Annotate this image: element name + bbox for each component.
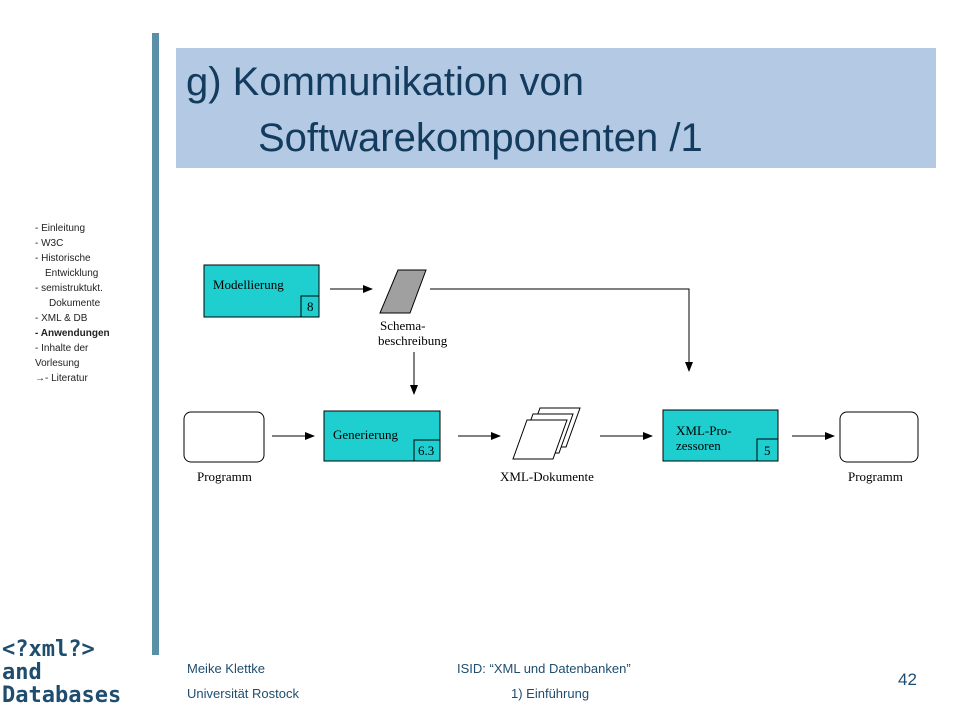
- xml-prozessoren-label-line2: zessoren: [676, 438, 721, 453]
- page-title-line1: g) Kommunikation von: [186, 60, 584, 104]
- nav-item-semistrukt[interactable]: - semistruktukt.: [35, 283, 103, 294]
- generierung-num: 6.3: [418, 443, 434, 458]
- nav-item-historische[interactable]: - Historische: [35, 253, 91, 264]
- section-nav: - Einleitung - W3C - Historische Entwick…: [35, 221, 145, 386]
- nav-item-semistrukt-cont[interactable]: Dokumente: [49, 298, 101, 309]
- logo-line3: Databases: [2, 683, 122, 708]
- footer-author: Meike Klettke: [187, 661, 266, 676]
- nav-item-einleitung[interactable]: - Einleitung: [35, 223, 86, 234]
- programm-right-box: [839, 411, 919, 463]
- nav-item-historische-cont[interactable]: Entwicklung: [45, 268, 99, 279]
- nav-item-inhalte[interactable]: - Inhalte der: [35, 343, 89, 354]
- logo-line1: <?xml?>: [2, 637, 95, 662]
- title-banner: g) Kommunikation von Softwarekomponenten…: [176, 48, 936, 168]
- footer-chapter: 1) Einführung: [511, 686, 590, 701]
- modellierung-num: 8: [307, 299, 314, 314]
- nav-item-anwendungen[interactable]: - Anwendungen: [35, 328, 110, 339]
- nav-item-inhalte-cont[interactable]: Vorlesung: [35, 358, 80, 369]
- programm-left-label: Programm: [197, 469, 252, 484]
- xml-dokumente-label: XML-Dokumente: [500, 469, 594, 484]
- vertical-accent-bar: [152, 33, 159, 655]
- nav-item-w3c[interactable]: - W3C: [35, 238, 64, 249]
- generierung-label: Generierung: [333, 427, 398, 442]
- programm-left-box: [183, 411, 265, 463]
- programm-right-label: Programm: [848, 469, 903, 484]
- schema-label-line1: Schema-: [380, 318, 425, 333]
- footer-university: Universität Rostock: [187, 686, 299, 701]
- nav-item-literatur[interactable]: →- Literatur: [35, 373, 88, 384]
- logo-line2: and: [2, 660, 42, 685]
- page-title-line2: Softwarekomponenten /1: [258, 116, 703, 160]
- footer-course: ISID: “XML und Datenbanken”: [457, 661, 631, 676]
- nav-item-xml-db[interactable]: - XML & DB: [35, 313, 88, 324]
- xml-dokumente-stack: [512, 407, 581, 460]
- xml-prozessoren-label-line1: XML-Pro-: [676, 423, 732, 438]
- schema-shape: [379, 269, 427, 314]
- xml-prozessoren-box: XML-Pro- zessoren 5: [662, 409, 779, 462]
- xml-prozessoren-num: 5: [764, 443, 771, 458]
- generierung-box: Generierung 6.3: [323, 410, 441, 462]
- modellierung-label: Modellierung: [213, 277, 284, 292]
- logo: <?xml?> and Databases: [2, 638, 121, 707]
- schema-label-line2: beschreibung: [378, 333, 448, 348]
- modellierung-box: Modellierung 8: [203, 264, 320, 318]
- arrow-schema-xmlpro: [430, 288, 693, 372]
- page-number: 42: [898, 670, 917, 689]
